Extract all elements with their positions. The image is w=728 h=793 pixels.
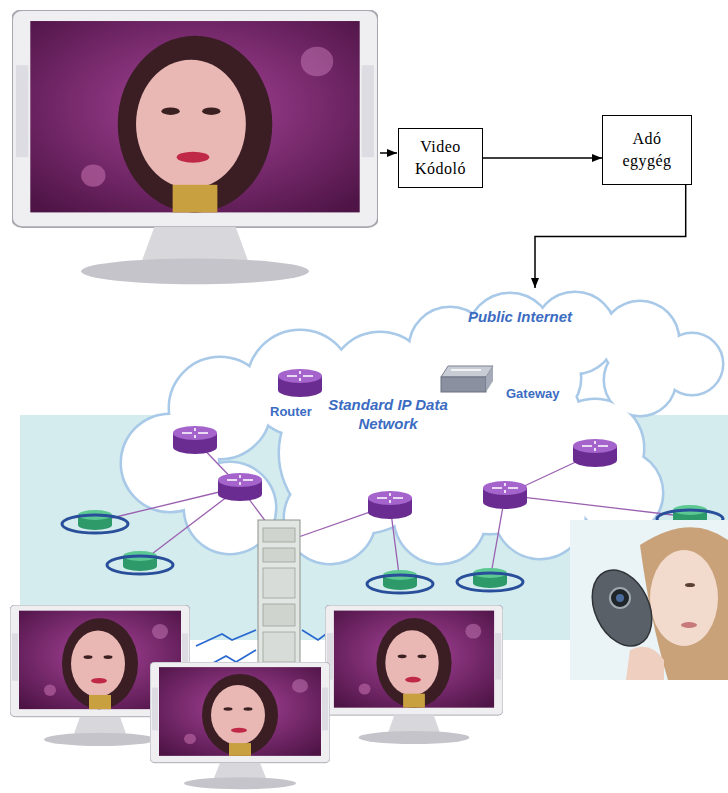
shape-rect xyxy=(263,604,295,626)
router-icon xyxy=(573,439,617,467)
shape-rect xyxy=(263,632,295,662)
router-icon xyxy=(173,426,217,454)
shape-ellipse xyxy=(681,622,697,628)
source-monitor xyxy=(12,10,378,284)
ring-icon xyxy=(457,568,523,591)
network-name: Standard IP Data Network xyxy=(313,396,463,434)
process-box: Video Kódoló xyxy=(398,128,483,188)
connector-arrow xyxy=(483,157,602,159)
phone-user-photo xyxy=(570,520,728,680)
client-monitor xyxy=(325,605,503,744)
shape-ellipse xyxy=(650,550,718,646)
shape-path xyxy=(196,630,256,646)
shape-circle xyxy=(616,594,624,602)
shape-rect xyxy=(570,520,728,680)
cloud-lobe xyxy=(420,393,560,533)
client-monitor xyxy=(150,662,330,789)
router-label: Router xyxy=(270,404,312,419)
gateway-label: Gateway xyxy=(506,386,559,401)
network-cloud: Public InternetStandard IP Data Network xyxy=(110,288,728,578)
gateway-icon xyxy=(441,366,493,392)
connector-arrow xyxy=(535,185,686,288)
router-icon xyxy=(218,473,262,501)
server-rack xyxy=(258,520,300,670)
cloud-lobe xyxy=(605,345,675,415)
box-label: Adó egygég xyxy=(622,128,671,171)
box-label: Video Kódoló xyxy=(415,136,466,179)
ring-icon xyxy=(367,570,433,593)
shape-ellipse xyxy=(685,583,695,587)
shape-rect xyxy=(263,568,295,598)
network-name: Public Internet xyxy=(450,308,590,327)
router-icon xyxy=(368,491,412,519)
shape-rect xyxy=(263,528,295,542)
ring-icon xyxy=(62,510,128,533)
shape-circle xyxy=(610,588,630,608)
shape-rect xyxy=(263,548,295,562)
ring-icon xyxy=(107,551,173,574)
shape-ellipse xyxy=(581,560,664,655)
router-icon xyxy=(278,369,322,397)
cloud-lobe xyxy=(420,393,560,533)
process-box: Adó egygég xyxy=(602,115,692,185)
shape-path xyxy=(626,647,664,680)
monitor-arrow xyxy=(380,152,397,154)
shape-rect xyxy=(258,520,300,670)
router-icon xyxy=(483,481,527,509)
cloud-lobe xyxy=(605,345,675,415)
